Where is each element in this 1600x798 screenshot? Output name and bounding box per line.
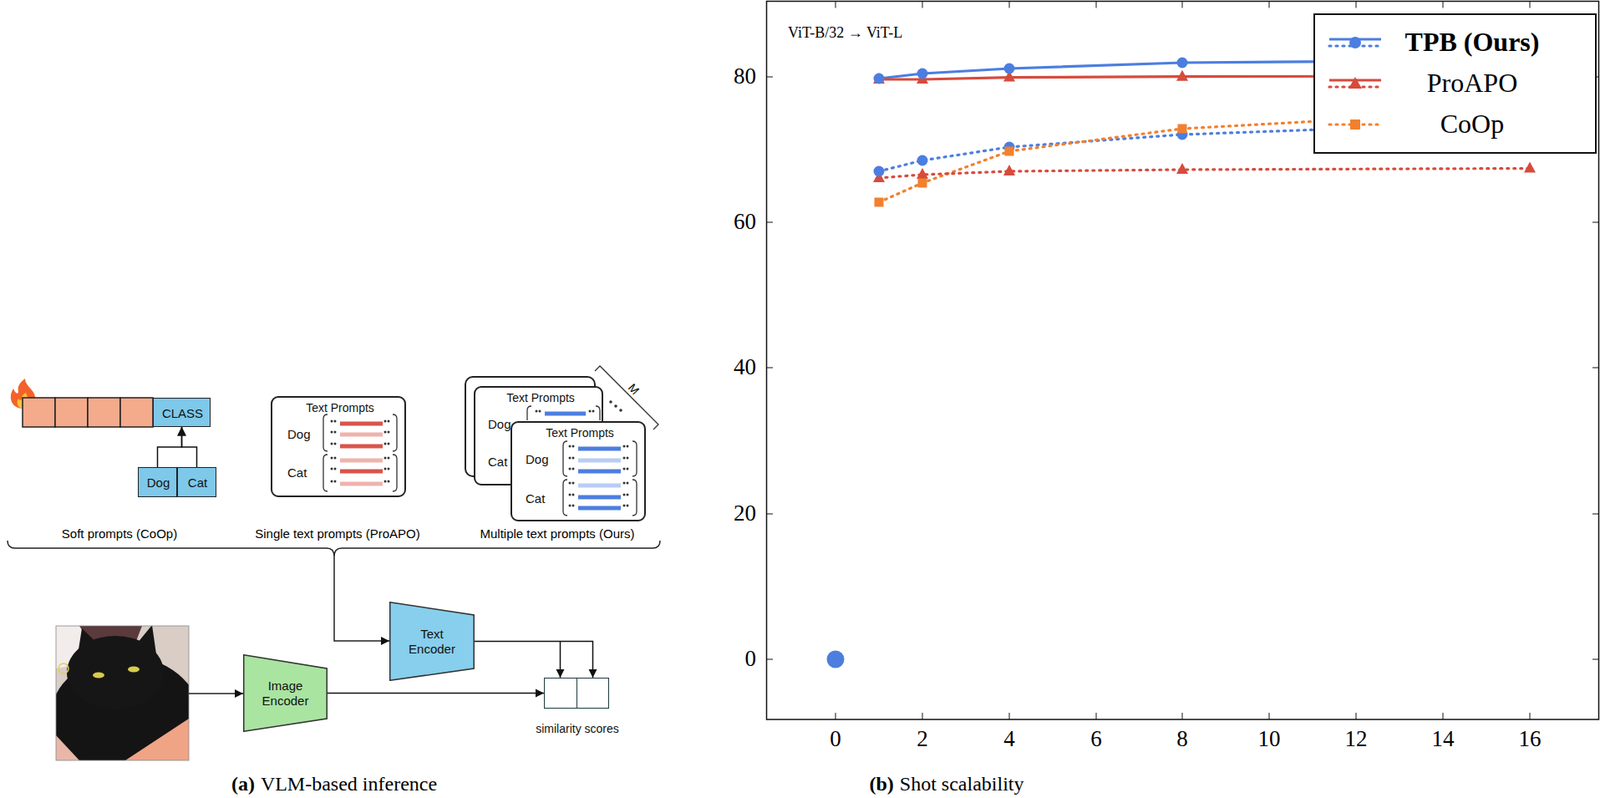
encoder-block: Text Encoder bbox=[389, 601, 475, 681]
score-cells: similarity scores bbox=[543, 677, 610, 709]
prompt-wire bbox=[334, 556, 390, 641]
subfigure-tag: (a) bbox=[231, 772, 255, 795]
node-text: CLASS bbox=[162, 406, 204, 421]
prompt-card: Text PromptsDogCat bbox=[270, 396, 407, 498]
connector-line bbox=[474, 641, 594, 679]
y-tick-label: 80 bbox=[733, 64, 757, 90]
x-tick-label: 2 bbox=[916, 726, 929, 752]
node-text: Image Encoder bbox=[259, 678, 313, 709]
node-text: Cat bbox=[525, 492, 545, 507]
connector bbox=[182, 426, 198, 468]
node-text: Dog bbox=[487, 417, 512, 432]
connector-line bbox=[182, 426, 198, 468]
y-tick-label: 60 bbox=[733, 209, 757, 235]
connector bbox=[327, 692, 544, 694]
subfigure-caption: Shot scalability bbox=[899, 772, 1025, 795]
legend-sample bbox=[1329, 36, 1382, 49]
node-text: Cat bbox=[487, 455, 508, 470]
node-text: Text Encoder bbox=[405, 626, 459, 657]
y-tick-label: 20 bbox=[733, 501, 757, 527]
panel-caption: Multiple text prompts (Ours) bbox=[479, 527, 635, 542]
node-text: Text Prompts bbox=[305, 401, 375, 415]
connector-line bbox=[157, 426, 183, 468]
cell-divider bbox=[576, 678, 579, 708]
legend-sample bbox=[1329, 76, 1382, 89]
connector-line bbox=[559, 641, 562, 679]
soft-prompt-cells bbox=[22, 397, 153, 427]
connector bbox=[157, 426, 183, 468]
x-tick-label: 0 bbox=[829, 726, 842, 752]
panel-caption: Soft prompts (CoOp) bbox=[61, 527, 178, 542]
stack-count: M bbox=[624, 381, 641, 398]
trapezoid-outline bbox=[243, 655, 328, 732]
caption-line: (a)VLM-based inference bbox=[231, 772, 437, 796]
encoder-block: Image Encoder bbox=[243, 654, 328, 732]
x-tick-label: 12 bbox=[1345, 726, 1368, 752]
x-tick-label: 10 bbox=[1258, 726, 1281, 752]
node-text: Text Prompts bbox=[545, 426, 615, 440]
cat-photo bbox=[55, 625, 189, 761]
node-text: Dog bbox=[147, 476, 171, 491]
y-tick-label: 40 bbox=[733, 355, 757, 381]
node-text: similarity scores bbox=[535, 722, 620, 736]
connector-line bbox=[327, 692, 544, 695]
subfigure-caption: VLM-based inference bbox=[260, 772, 437, 795]
node-text: Dog bbox=[525, 452, 549, 468]
trapezoid-outline bbox=[390, 602, 475, 681]
class-token-box: CLASS bbox=[152, 397, 211, 427]
node-text: Dog bbox=[287, 427, 311, 442]
x-tick-label: 8 bbox=[1176, 726, 1189, 752]
y-tick-label: 0 bbox=[745, 646, 757, 672]
class-name-box: Dog bbox=[137, 467, 178, 498]
x-tick-label: 4 bbox=[1003, 726, 1016, 752]
line-chart bbox=[766, 1, 1600, 721]
node-text: Cat bbox=[187, 476, 208, 491]
panel-caption: Single text prompts (ProAPO) bbox=[254, 527, 421, 542]
subfigure-tag: (b) bbox=[869, 772, 894, 795]
prompt-card: Text PromptsDogCat bbox=[510, 421, 646, 522]
connector bbox=[474, 641, 594, 679]
node-text: Text Prompts bbox=[506, 391, 575, 405]
legend-sample bbox=[1329, 119, 1382, 130]
group-brace bbox=[7, 540, 661, 557]
legend-box bbox=[1314, 14, 1596, 153]
class-name-box: Cat bbox=[177, 467, 217, 498]
caption-line: (b)Shot scalability bbox=[869, 772, 1025, 796]
node-text: Cat bbox=[287, 466, 307, 481]
x-tick-label: 6 bbox=[1090, 726, 1103, 752]
image-wire bbox=[188, 692, 244, 695]
x-tick-label: 16 bbox=[1518, 726, 1542, 752]
x-tick-label: 14 bbox=[1432, 726, 1455, 752]
